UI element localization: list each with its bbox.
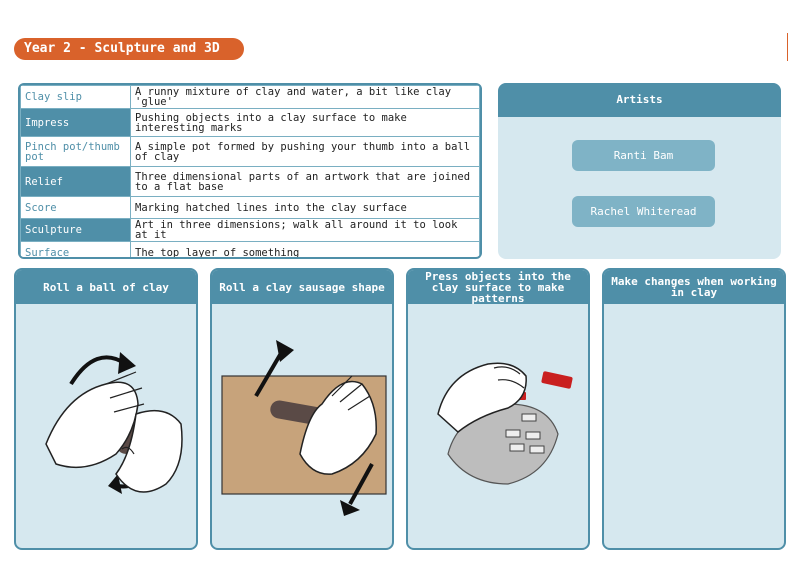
vocab-term: Surface (20, 241, 131, 257)
panel-roll-ball: Roll a ball of clay (14, 268, 198, 550)
panel-roll-sausage: Roll a clay sausage shape (210, 268, 394, 550)
vocab-definition: Pushing objects into a clay surface to m… (130, 108, 480, 137)
vocab-definition: A runny mixture of clay and water, a bit… (130, 85, 480, 109)
artist-rachel-whiteread-button[interactable]: Rachel Whiteread (572, 196, 715, 227)
vocab-term: Impress (20, 108, 131, 137)
vocab-term: Pinch pot/thumb pot (20, 136, 131, 167)
panel-press-objects: Press objects into the clay surface to m… (406, 268, 590, 550)
vocab-row: Relief Three dimensional parts of an art… (20, 166, 480, 197)
artists-box: Artists Ranti Bam Rachel Whiteread (498, 83, 781, 259)
vocab-definition: Marking hatched lines into the clay surf… (130, 196, 480, 219)
vocab-row: Impress Pushing objects into a clay surf… (20, 108, 480, 137)
hand-rolling-clay-sausage-illustration (221, 340, 387, 516)
vocab-term: Clay slip (20, 85, 131, 109)
vocab-definition: A simple pot formed by pushing your thum… (130, 136, 480, 167)
vocab-row: Surface The top layer of something (20, 241, 480, 257)
vocab-row: Pinch pot/thumb pot A simple pot formed … (20, 136, 480, 167)
panel-title: Roll a clay sausage shape (212, 270, 392, 304)
vocab-term: Sculpture (20, 218, 131, 242)
panel-make-changes: Make changes when working in clay (602, 268, 786, 550)
vocab-definition: Three dimensional parts of an artwork th… (130, 166, 480, 197)
vocab-definition: The top layer of something (130, 241, 480, 257)
page-title: Year 2 - Sculpture and 3D (14, 38, 244, 60)
panel-title: Press objects into the clay surface to m… (408, 270, 588, 304)
panel-title: Make changes when working in clay (604, 270, 784, 304)
vocab-definition: Art in three dimensions; walk all around… (130, 218, 480, 242)
edge-marker (787, 33, 788, 61)
panel-title: Roll a ball of clay (16, 270, 196, 304)
vocab-row: Sculpture Art in three dimensions; walk … (20, 218, 480, 242)
vocab-term: Relief (20, 166, 131, 197)
vocabulary-table: Clay slip A runny mixture of clay and wa… (18, 83, 482, 259)
artist-ranti-bam-button[interactable]: Ranti Bam (572, 140, 715, 171)
artists-heading: Artists (498, 83, 781, 117)
hand-pressing-brick-into-clay-illustration (437, 362, 573, 485)
vocab-term: Score (20, 196, 131, 219)
hands-rolling-clay-ball-illustration (45, 352, 183, 494)
vocab-row: Score Marking hatched lines into the cla… (20, 196, 480, 219)
vocab-row: Clay slip A runny mixture of clay and wa… (20, 85, 480, 109)
